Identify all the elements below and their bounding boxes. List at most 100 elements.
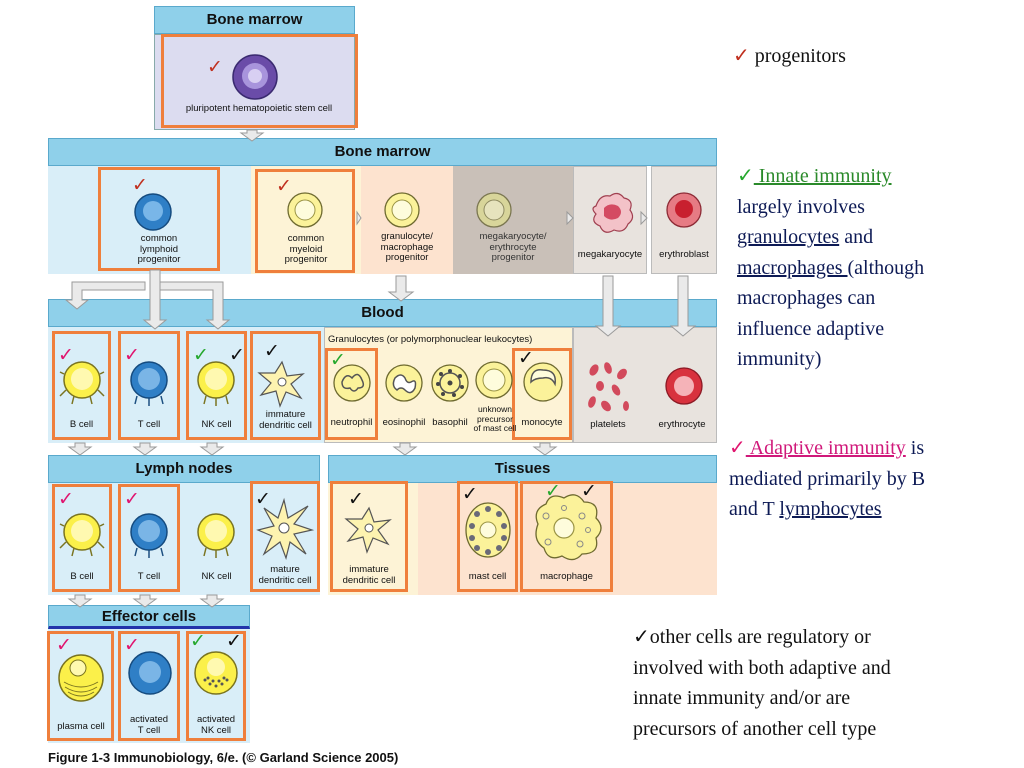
- b-cell-blood-graphic: [59, 361, 105, 405]
- note-other-check: ✓: [633, 624, 650, 648]
- check-activated-nk-green: ✓: [190, 630, 206, 652]
- nk-cell-ln-graphic: [197, 513, 235, 558]
- stem-cell-label: pluripotent hematopoietic stem cell: [185, 103, 333, 114]
- note-progenitors: ✓ progenitors: [733, 40, 846, 72]
- check-stem: ✓: [207, 56, 223, 78]
- lymphoid-progenitor-graphic: [134, 193, 172, 231]
- mast-cell-graphic: [465, 502, 511, 558]
- note-other: ✓other cells are regulatory or involved …: [633, 621, 1021, 744]
- mat-dc-line-2: dendritic cell: [258, 574, 312, 586]
- note-other-line-1: ✓other cells are regulatory or: [633, 621, 1021, 653]
- mature-dc-label: mature dendritic cell: [250, 564, 320, 586]
- granmac-label-line-3: progenitor: [385, 252, 429, 263]
- note-innate-and: and: [839, 226, 874, 248]
- imm-dc-line-1: immature: [265, 409, 306, 420]
- nk-cell-blood-highlight: [186, 331, 247, 440]
- megery-label-line-3: progenitor: [491, 252, 535, 263]
- plasma-cell-label: plasma cell: [57, 721, 105, 732]
- t-cell-blood-highlight: [118, 331, 180, 440]
- myeloid-progenitor-graphic: [287, 192, 323, 228]
- megery-label-line-1: megakaryocyte/: [479, 231, 547, 242]
- note-innate-macrophages: macrophages: [737, 256, 848, 279]
- check-activated-nk-black: ✓: [226, 630, 242, 652]
- act-t-line-2: T cell: [137, 724, 161, 736]
- lymphoid-label-line-2: lymphoid: [139, 243, 179, 255]
- note-adaptive-line-2: mediated primarily by B: [729, 467, 926, 490]
- megery-label-line-2: erythrocyte: [489, 241, 537, 253]
- megery-progenitor-graphic: [476, 192, 512, 228]
- t-cell-ln-graphic: [130, 513, 168, 558]
- note-adaptive-and-t: and T: [729, 498, 780, 520]
- note-innate-line-4: macrophages can: [737, 287, 876, 309]
- myeloid-label-line-1: common: [287, 233, 325, 244]
- note-other-line-3: innate immunity and/or are: [633, 687, 851, 709]
- megery-progenitor-label: megakaryocyte/ erythrocyte progenitor: [455, 231, 571, 264]
- tis-dc-line-1: immature: [349, 564, 389, 575]
- imm-dc-line-2: dendritic cell: [259, 419, 312, 431]
- check-t-cell-blood: ✓: [124, 344, 140, 366]
- note-adaptive-title-line: ✓ Adaptive immunity is: [729, 432, 1019, 464]
- erythrocyte-graphic: [665, 367, 703, 405]
- band-bone-marrow-main: Bone marrow: [48, 138, 717, 166]
- mast-precursor-label: unknown precursor of mast cell: [470, 404, 520, 434]
- platelets-graphic: [588, 362, 629, 412]
- plasma-cell-highlight: [47, 631, 114, 741]
- unknown-line-3: of mast cell: [473, 423, 517, 433]
- eosinophil-label: eosinophil: [382, 417, 426, 428]
- b-cell-ln-highlight: [52, 484, 112, 592]
- band-bone-marrow-top: Bone marrow: [154, 6, 355, 34]
- note-other-line-2: involved with both adaptive and: [633, 656, 891, 679]
- lymphoid-progenitor-label: common lymphoid progenitor: [104, 233, 214, 266]
- granmac-progenitor-graphic: [384, 192, 420, 228]
- note-innate-title: Innate immunity: [753, 165, 892, 187]
- activated-t-cell-label: activated T cell: [118, 714, 180, 736]
- tissue-dc-label: immature dendritic cell: [330, 564, 408, 586]
- note-innate-line-3: macrophages (although: [737, 253, 1019, 284]
- check-myeloid: ✓: [276, 175, 292, 197]
- note-progenitors-text: progenitors: [754, 45, 846, 67]
- basophil-label: basophil: [432, 417, 468, 428]
- mature-dc-highlight: [250, 481, 320, 592]
- note-progenitors-check: ✓: [733, 43, 750, 67]
- note-adaptive-is: is: [905, 437, 925, 459]
- mast-precursor-graphic: [475, 361, 513, 399]
- check-nk-blood-black: ✓: [229, 344, 245, 366]
- erythroblast-graphic: [666, 192, 702, 228]
- neutrophil-highlight: [325, 348, 378, 440]
- note-innate-although: (although: [847, 256, 925, 279]
- tissue-dc-graphic: [344, 506, 392, 554]
- granulocytes-header: Granulocytes (or polymorphonuclear leuko…: [328, 334, 533, 345]
- activated-nk-cell-label: activated NK cell: [186, 714, 246, 736]
- dc-blood-highlight: [250, 331, 321, 440]
- tissue-dc-highlight: [330, 481, 408, 592]
- t-cell-blood-label: T cell: [137, 419, 161, 430]
- check-t-cell-ln: ✓: [124, 488, 140, 510]
- unknown-line-2: precursor: [477, 413, 513, 424]
- macrophage-label: macrophage: [540, 571, 593, 582]
- neutrophil-label: neutrophil: [330, 417, 373, 428]
- note-adaptive: ✓ Adaptive immunity is mediated primaril…: [729, 432, 1019, 525]
- myeloid-progenitor-highlight: [255, 169, 355, 273]
- check-mature-dc: ✓: [255, 488, 271, 510]
- activated-t-cell-highlight: [118, 631, 180, 741]
- macrophage-highlight: [520, 481, 613, 592]
- note-innate-granulocytes: granulocytes: [737, 226, 840, 248]
- activated-nk-cell-graphic: [194, 651, 238, 695]
- b-cell-blood-label: B cell: [69, 419, 94, 430]
- note-innate-line-6: immunity): [737, 348, 822, 370]
- check-dc-blood: ✓: [264, 340, 280, 362]
- mat-dc-line-1: mature: [270, 564, 300, 575]
- erythroblast-label: erythroblast: [659, 249, 709, 260]
- t-cell-blood-graphic: [130, 361, 168, 406]
- erythrocyte-label: erythrocyte: [658, 419, 706, 430]
- check-plasma-cell: ✓: [56, 634, 72, 656]
- check-macrophage-black: ✓: [581, 480, 597, 502]
- note-adaptive-check: ✓: [729, 435, 746, 459]
- neutrophil-graphic: [333, 364, 371, 402]
- granmac-label-line-1: granulocyte/: [381, 231, 433, 242]
- monocyte-label: monocyte: [521, 417, 563, 428]
- granmac-label-line-2: macrophage: [380, 241, 434, 253]
- act-nk-line-2: NK cell: [200, 724, 232, 736]
- b-cell-blood-highlight: [52, 331, 111, 440]
- note-innate-line-5: influence adaptive: [737, 317, 885, 340]
